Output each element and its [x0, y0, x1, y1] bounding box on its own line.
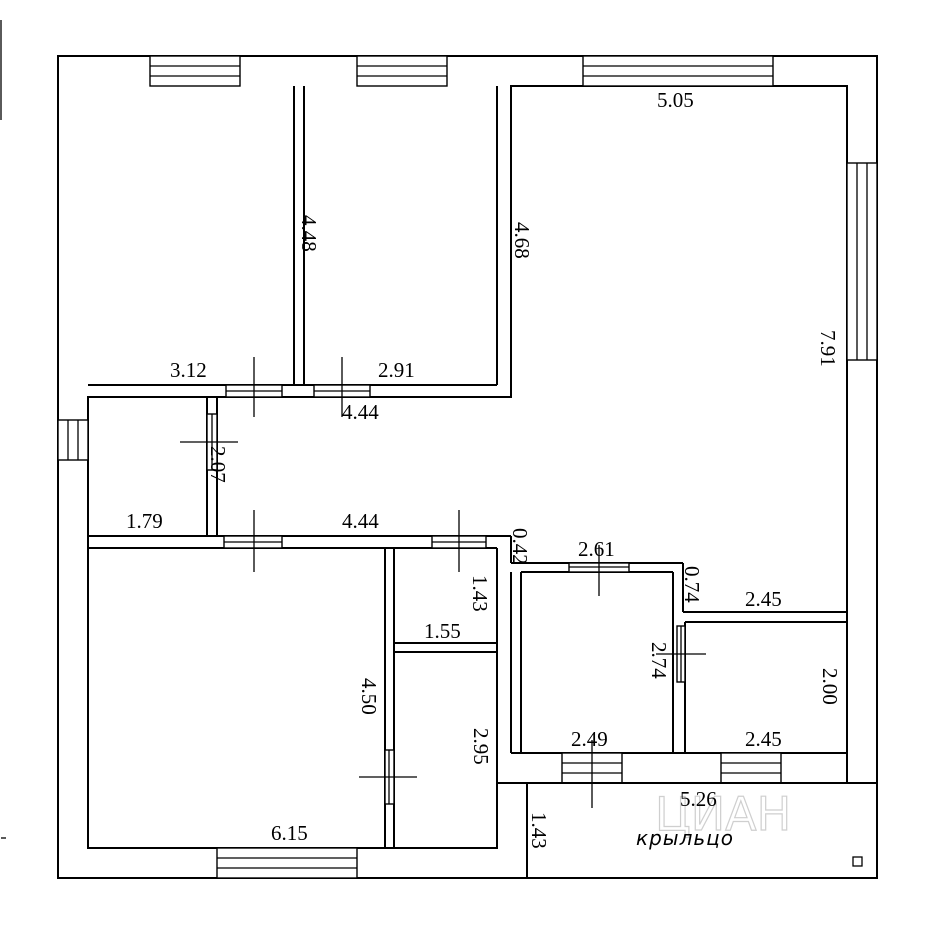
door-living-inner	[359, 749, 417, 805]
window-bottom	[216, 847, 358, 879]
window-top-3	[582, 55, 774, 87]
dim-bed2-width: 2.91	[378, 358, 415, 382]
interior-walls	[0, 20, 847, 848]
door-wc	[431, 510, 487, 572]
dim-kitchen-bottom: 2.45	[745, 727, 782, 751]
dim-corridor-width: 1.79	[126, 509, 163, 533]
windows	[57, 55, 878, 879]
dim-top-right: 5.05	[657, 88, 694, 112]
doors	[180, 357, 706, 808]
porch-label: крыльцо	[636, 826, 734, 850]
dim-wc-height: 1.43	[468, 575, 492, 612]
door-kitchen	[656, 625, 706, 683]
dim-bath-height: 2.74	[647, 642, 671, 679]
porch	[526, 782, 878, 879]
dim-kitchen-height: 2.00	[818, 668, 842, 705]
dimension-labels: 5.05 4.48 4.68 7.91 3.12 2.91 4.44 2.07 …	[126, 88, 842, 849]
dim-living-top: 4.44	[342, 509, 379, 533]
dim-kitchen-top: 2.45	[745, 587, 782, 611]
dim-bed2-height: 4.68	[510, 222, 534, 259]
door-entrance	[561, 740, 623, 808]
dim-corridor-height: 2.07	[206, 446, 230, 483]
door-living	[223, 510, 283, 572]
door-bath	[568, 545, 630, 596]
dim-bed1-height: 4.48	[297, 215, 321, 252]
window-porch-right	[720, 752, 782, 784]
dim-bath-width: 2.61	[578, 537, 615, 561]
dim-bath-bottom: 2.49	[571, 727, 608, 751]
dim-living-bottom: 6.15	[271, 821, 308, 845]
window-top-1	[149, 55, 241, 87]
window-right	[846, 162, 878, 361]
dim-porch-depth: 1.43	[527, 812, 551, 849]
dim-hall-width: 4.44	[342, 400, 379, 424]
dim-step-a: 0.42	[508, 528, 532, 565]
window-top-2	[356, 55, 448, 87]
door-bedroom1	[225, 357, 283, 417]
dim-living-height: 4.50	[357, 678, 381, 715]
dim-step-b: 0.74	[680, 566, 704, 603]
dim-pantry-height: 2.95	[469, 728, 493, 765]
door-bedroom2	[313, 357, 371, 417]
dim-wc-width: 1.55	[424, 619, 461, 643]
door-corridor	[180, 413, 238, 471]
watermark-logo: ЦИАН	[655, 787, 791, 841]
window-left	[57, 419, 89, 461]
dim-bed1-width: 3.12	[170, 358, 207, 382]
dim-right-height: 7.91	[816, 330, 840, 367]
dim-porch-width: 5.26	[680, 787, 717, 811]
